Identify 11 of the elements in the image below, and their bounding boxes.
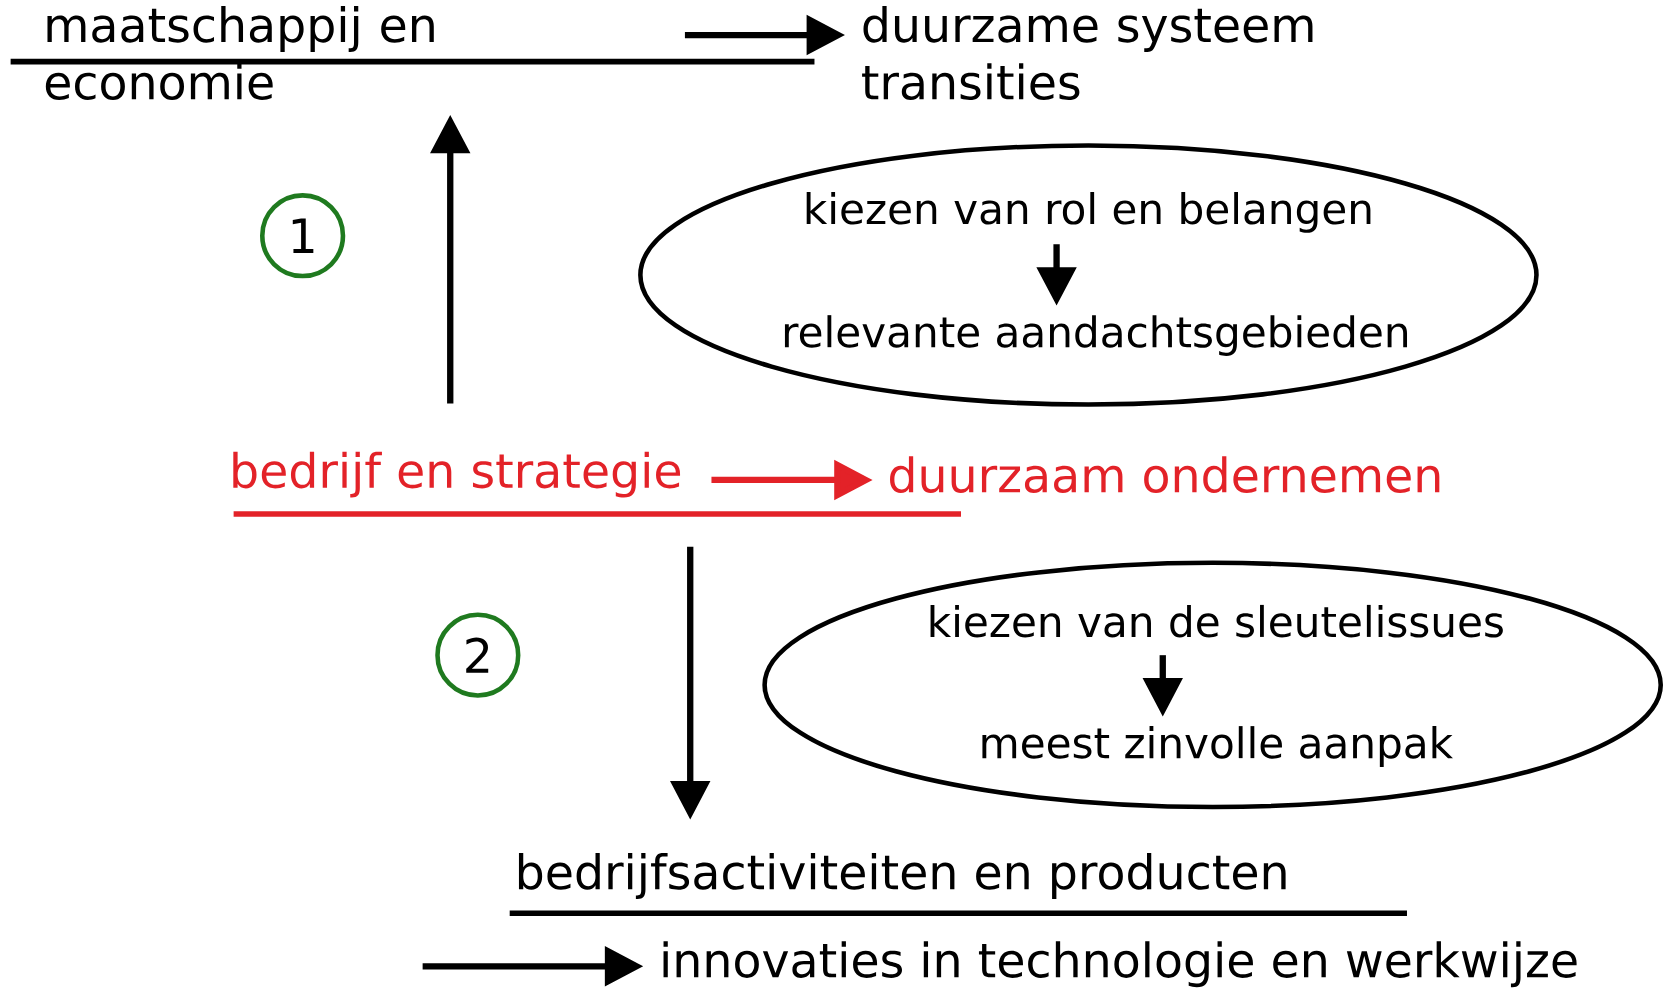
label-text: kiezen van rol en belangen <box>806 192 1371 233</box>
label-text: innovaties in technologie en werkwijze <box>663 941 1577 988</box>
label-text: meest zinvolle aanpak <box>982 726 1453 768</box>
label-text: duurzame systeem transities <box>862 6 1313 101</box>
underlined-heading: maatschappij en economie <box>10 6 815 101</box>
underlined-heading: bedrijfsactiviteiten en producten <box>509 853 1407 917</box>
label-text: kiezen van de sleutelissues <box>930 605 1503 638</box>
ellipse-outline <box>638 143 1539 407</box>
label-text: duurzaam ondernemen <box>890 456 1440 494</box>
ellipse-outline <box>762 560 1663 810</box>
label-text: relevante aandachtsgebieden <box>784 315 1407 357</box>
